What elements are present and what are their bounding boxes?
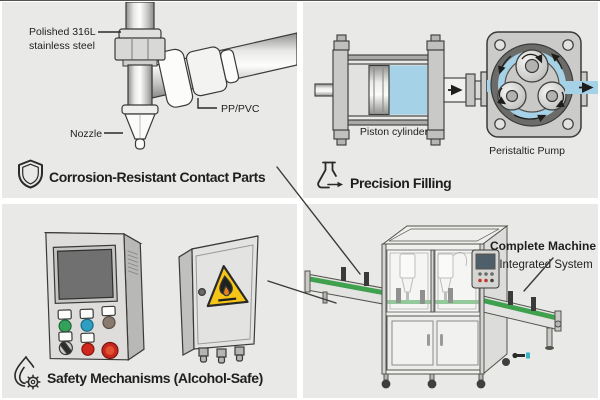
cyan-button [80, 318, 94, 332]
electrical-enclosure [178, 235, 259, 364]
conveyor-left [304, 267, 384, 305]
conveyor-right [482, 291, 562, 350]
rotation-arrows [496, 53, 565, 122]
flame-gear-icon [14, 356, 41, 390]
leader-ppvc [197, 98, 217, 109]
pump-illustration: Piston cylinder Peristaltic Pump Precisi… [314, 31, 598, 191]
red-button [81, 342, 95, 356]
left-door [386, 249, 432, 313]
filling-machine-illustration: Complete Machine Integrated System [304, 225, 596, 389]
nozzle-tip [124, 113, 156, 150]
hmi-buttons [57, 305, 119, 360]
gear-glyph [25, 374, 41, 390]
pendant-control-panel [471, 249, 500, 289]
green-button [58, 319, 72, 333]
horizontal-pipe [151, 32, 297, 108]
pp-pvc-couplings [157, 46, 240, 108]
label-piston: Piston cylinder [360, 126, 429, 138]
caption-corrosion: Corrosion-Resistant Contact Parts [49, 169, 266, 185]
panel-complete-machine: Complete Machine Integrated System [303, 204, 598, 398]
panel-safety-mechanisms: Safety Mechanisms (Alcohol-Safe) [2, 204, 297, 398]
hex-nut [114, 37, 166, 61]
peristaltic-pump [480, 31, 598, 138]
caster-feet [381, 358, 510, 389]
caption-safety: Safety Mechanisms (Alcohol-Safe) [47, 370, 263, 386]
label-material-1: Polished 316L [29, 26, 96, 38]
label-pump: Peristaltic Pump [489, 145, 565, 157]
cabinet-handle-right [440, 334, 443, 346]
cable-glands [198, 346, 245, 364]
machine-subtitle: Integrated System [499, 259, 592, 271]
label-material-2: stainless steel [29, 40, 95, 52]
flammable-warning-sign [206, 265, 249, 308]
filling-heads [399, 251, 468, 300]
cylinder-flange-left [332, 34, 350, 146]
lower-cabinet [386, 315, 484, 371]
caption-filling: Precision Filling [350, 175, 451, 191]
pipe-nozzle-illustration: Polished 316L stainless steel PP/PVC Noz… [18, 2, 297, 189]
flask-icon [317, 161, 343, 189]
shield-icon [18, 159, 43, 189]
hmi-control-panel [43, 232, 145, 361]
side-valve-handle [512, 352, 530, 359]
bottle-grippers [396, 288, 453, 304]
safety-boxes-illustration: Safety Mechanisms (Alcohol-Safe) [14, 232, 263, 390]
panel-precision-filling: Piston cylinder Peristaltic Pump Precisi… [303, 2, 598, 198]
cylinder-flange-right [426, 34, 445, 146]
door-lock [198, 287, 207, 296]
panel-corrosion-contact-parts: Polished 316L stainless steel PP/PVC Noz… [2, 2, 297, 198]
pendant-screen [475, 253, 496, 270]
top-edge-line [0, 0, 600, 1]
cabinet-handle-left [427, 334, 430, 346]
vertical-pipe-nozzle [114, 2, 166, 150]
side-vent-grille [127, 250, 139, 275]
label-nozzle: Nozzle [70, 128, 102, 140]
machine-title: Complete Machine [490, 239, 596, 253]
hmi-screen [56, 248, 114, 300]
pump-rollers [497, 49, 567, 111]
label-ppvc: PP/PVC [221, 103, 260, 115]
gray-button [102, 315, 116, 330]
